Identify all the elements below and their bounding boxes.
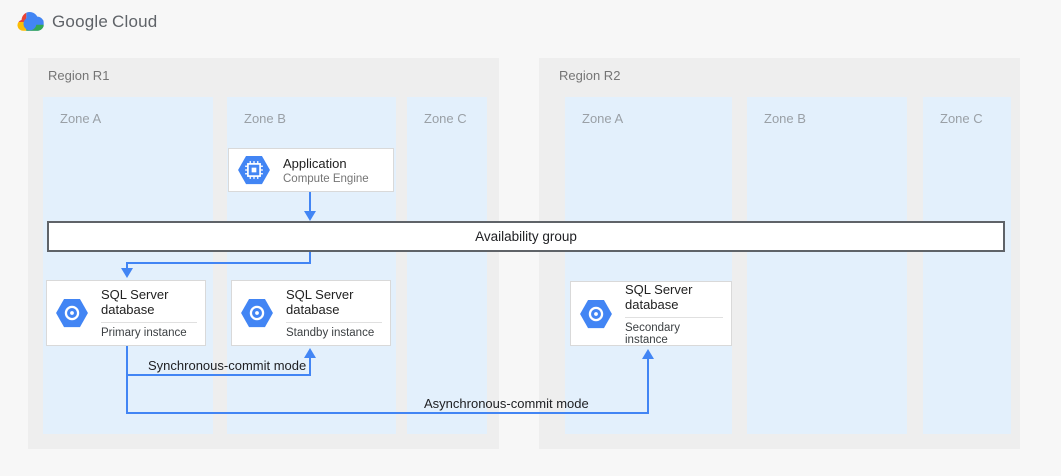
divider bbox=[625, 316, 723, 318]
availability-group-label: Availability group bbox=[475, 229, 577, 244]
divider bbox=[101, 322, 197, 323]
zone-label: Zone B bbox=[764, 111, 806, 126]
application-title: Application bbox=[283, 155, 347, 171]
sql-server-database-icon bbox=[580, 299, 612, 328]
region-r2-zone-b: Zone B bbox=[747, 97, 907, 434]
region-r1: Region R1 Zone A Zone B Zone C bbox=[28, 58, 499, 449]
zone-label: Zone A bbox=[582, 111, 624, 126]
application-subtitle: Compute Engine bbox=[283, 172, 369, 185]
google-cloud-logo-icon bbox=[17, 12, 44, 31]
sql-standby-title: SQL Server database bbox=[286, 287, 354, 317]
sql-primary-subtitle: Primary instance bbox=[101, 327, 187, 339]
sql-secondary-node: SQL Server database Secondary instance bbox=[570, 281, 732, 346]
region-r2: Region R2 Zone A Zone B Zone C bbox=[539, 58, 1020, 449]
sql-server-database-icon bbox=[241, 298, 273, 328]
sql-secondary-text: SQL Server database Secondary instance bbox=[625, 282, 723, 346]
sql-secondary-subtitle: Secondary instance bbox=[625, 321, 680, 346]
region-r2-label: Region R2 bbox=[559, 68, 621, 83]
zone-label: Zone C bbox=[424, 111, 467, 126]
sync-commit-label: Synchronous-commit mode bbox=[148, 358, 307, 373]
sql-standby-node: SQL Server database Standby instance bbox=[231, 280, 391, 346]
region-r2-zone-c: Zone C bbox=[923, 97, 1011, 434]
zone-label: Zone A bbox=[60, 111, 102, 126]
application-node-text: Application Compute Engine bbox=[283, 156, 369, 185]
sql-primary-node: SQL Server database Primary instance bbox=[46, 280, 206, 346]
sql-secondary-title: SQL Server database bbox=[625, 281, 693, 312]
zone-label: Zone C bbox=[940, 111, 983, 126]
region-r1-zone-a: Zone A bbox=[43, 97, 213, 434]
region-r1-label: Region R1 bbox=[48, 68, 110, 83]
region-r2-zone-a: Zone A bbox=[565, 97, 732, 434]
logo-text-cloud: Cloud bbox=[112, 12, 158, 31]
sql-standby-text: SQL Server database Standby instance bbox=[286, 287, 382, 339]
application-node: Application Compute Engine bbox=[228, 148, 394, 192]
async-commit-label: Asynchronous-commit mode bbox=[424, 396, 589, 411]
sql-server-database-icon bbox=[56, 298, 88, 328]
divider bbox=[286, 322, 382, 323]
availability-group-bar: Availability group bbox=[47, 221, 1005, 252]
zone-label: Zone B bbox=[244, 111, 286, 126]
sql-standby-subtitle: Standby instance bbox=[286, 327, 375, 339]
logo-text-google: Google bbox=[52, 12, 109, 31]
region-r1-zone-c: Zone C bbox=[407, 97, 487, 434]
sql-primary-title: SQL Server database bbox=[101, 287, 169, 317]
compute-engine-icon bbox=[238, 155, 270, 185]
sql-primary-text: SQL Server database Primary instance bbox=[101, 287, 197, 339]
